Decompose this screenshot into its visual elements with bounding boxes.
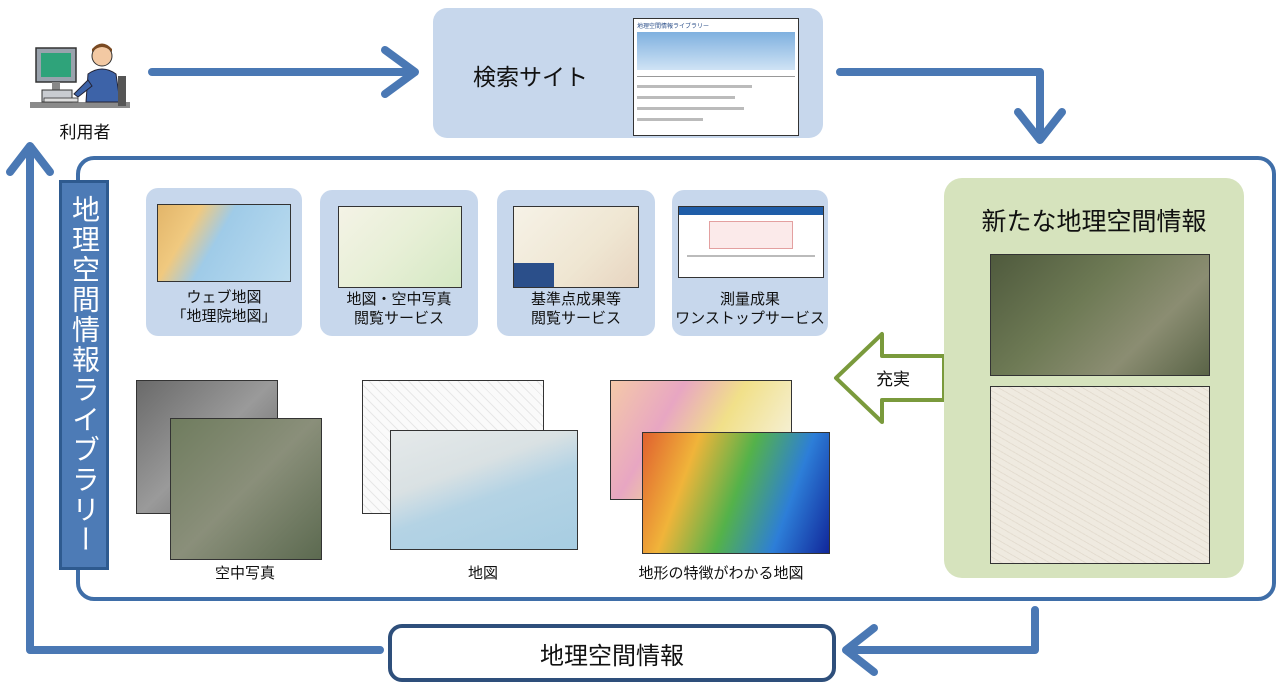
enrich-label: 充実 [876,370,910,390]
service-survey-onestop-label: 測量成果ワンストップサービス [675,290,825,327]
aerial-photo-new-image [170,418,322,560]
service-web-map-label: ウェブ地図「地理院地図」 [171,288,277,325]
new-info-title: 新たな地理空間情報 [981,207,1207,236]
control-points-screenshot [513,206,639,288]
geospatial-info-output[interactable]: 地理空間情報 [388,624,836,682]
product-terrain-map: 地形の特徴がわかる地図 [610,380,832,590]
search-site-screenshot-title: 地理空間情報ライブラリー [637,23,710,30]
product-aerial-photo: 空中写真 [136,380,326,590]
search-site-screenshot: 地理空間情報ライブラリー [633,18,799,136]
geospatial-info-output-label: 地理空間情報 [540,641,684,670]
search-site-box[interactable]: 検索サイト 地理空間情報ライブラリー [433,8,823,138]
user-label: 利用者 [59,123,111,143]
enrich-arrow: 充実 [830,328,950,428]
terrain-elevation-image [642,432,830,554]
arrow-user-to-search [148,46,419,98]
service-photo-viewer-label: 地図・空中写真閲覧サービス [346,290,452,327]
user-at-computer-icon [30,43,130,108]
web-map-screenshot [157,204,291,282]
service-photo-viewer[interactable]: 地図・空中写真閲覧サービス [320,190,478,336]
new-topographic-map-image [990,386,1210,564]
product-terrain-map-label: 地形の特徴がわかる地図 [638,564,804,582]
user-node: 利用者 [30,40,140,150]
product-map: 地図 [362,380,582,590]
arrow-search-to-library [836,68,1066,144]
arrow-output-to-user [6,142,384,654]
library-title: 地理空間情報ライブラリー [59,180,109,570]
map-new-image [390,430,578,550]
service-control-points[interactable]: 基準点成果等閲覧サービス [497,190,655,336]
search-site-label: 検索サイト [473,65,588,91]
new-aerial-image [990,254,1210,376]
service-web-map[interactable]: ウェブ地図「地理院地図」 [146,188,302,336]
service-control-points-label: 基準点成果等閲覧サービス [530,290,621,327]
survey-onestop-screenshot [678,206,824,278]
product-aerial-photo-label: 空中写真 [214,564,275,582]
service-survey-onestop[interactable]: 測量成果ワンストップサービス [672,190,828,336]
new-info-panel: 新たな地理空間情報 [944,178,1244,578]
photo-viewer-screenshot [338,206,462,288]
product-map-label: 地図 [467,564,498,582]
arrow-library-to-output [842,606,1039,676]
